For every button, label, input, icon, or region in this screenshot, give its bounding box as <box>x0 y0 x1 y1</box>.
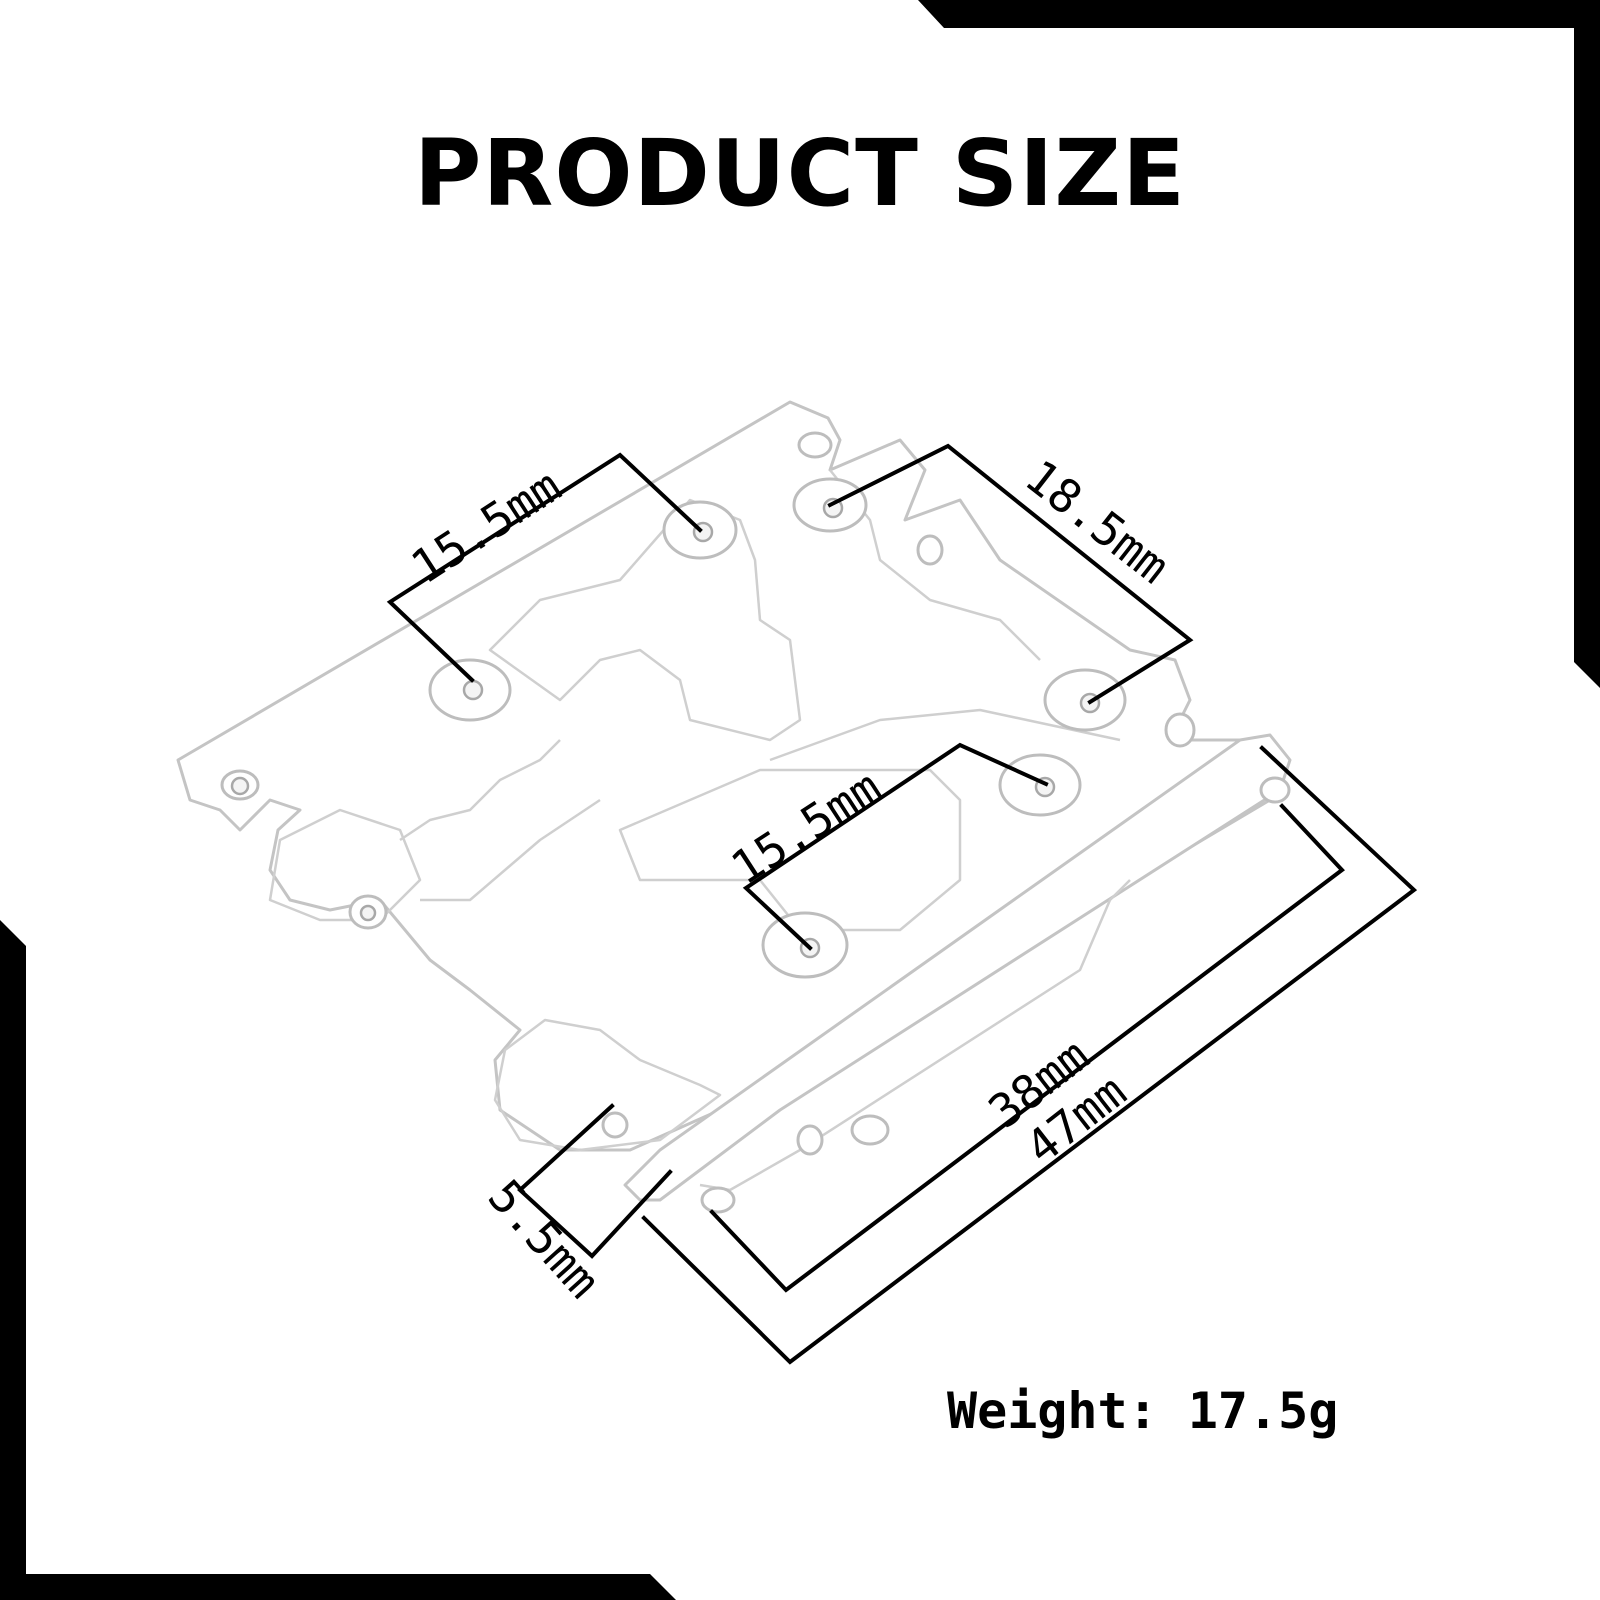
mounting-hole <box>797 431 833 459</box>
ridge-line-2 <box>420 798 601 902</box>
center-window <box>618 768 962 932</box>
dim-line-top-right <box>827 443 1194 705</box>
mounting-hole <box>850 1114 890 1146</box>
mounting-hole <box>796 1124 824 1156</box>
dim-line-inner-length <box>709 803 1345 1293</box>
mounting-hole <box>1043 668 1127 732</box>
ridge-line-1 <box>399 739 561 842</box>
mounting-hole <box>1259 776 1291 804</box>
page-title: PRODUCT SIZE <box>414 120 1186 227</box>
dim-line-thickness <box>517 1103 673 1259</box>
dim-line-outer-length <box>641 745 1418 1365</box>
mounting-hole <box>792 477 868 533</box>
product-drawing <box>176 400 1292 1214</box>
weight-label: Weight: 17.5g <box>947 1382 1338 1440</box>
dimension-lines <box>386 443 1418 1365</box>
ridge-line-4 <box>769 708 1121 762</box>
mounting-hole <box>428 658 512 722</box>
center-tower <box>488 498 802 742</box>
mounting-hole <box>601 1111 629 1139</box>
dim-label-thickness: 5.5mm <box>478 1169 611 1308</box>
mounting-hole <box>998 753 1082 817</box>
dim-line-top-left <box>386 452 703 683</box>
mounting-hole <box>700 1186 736 1214</box>
mounting-hole <box>1164 712 1196 748</box>
lower-skid <box>493 1018 722 1152</box>
mounting-hole <box>348 894 388 930</box>
left-boss <box>268 808 422 922</box>
mounting-hole <box>220 769 260 801</box>
mounting-hole <box>916 534 944 566</box>
dim-line-center <box>742 742 1049 951</box>
